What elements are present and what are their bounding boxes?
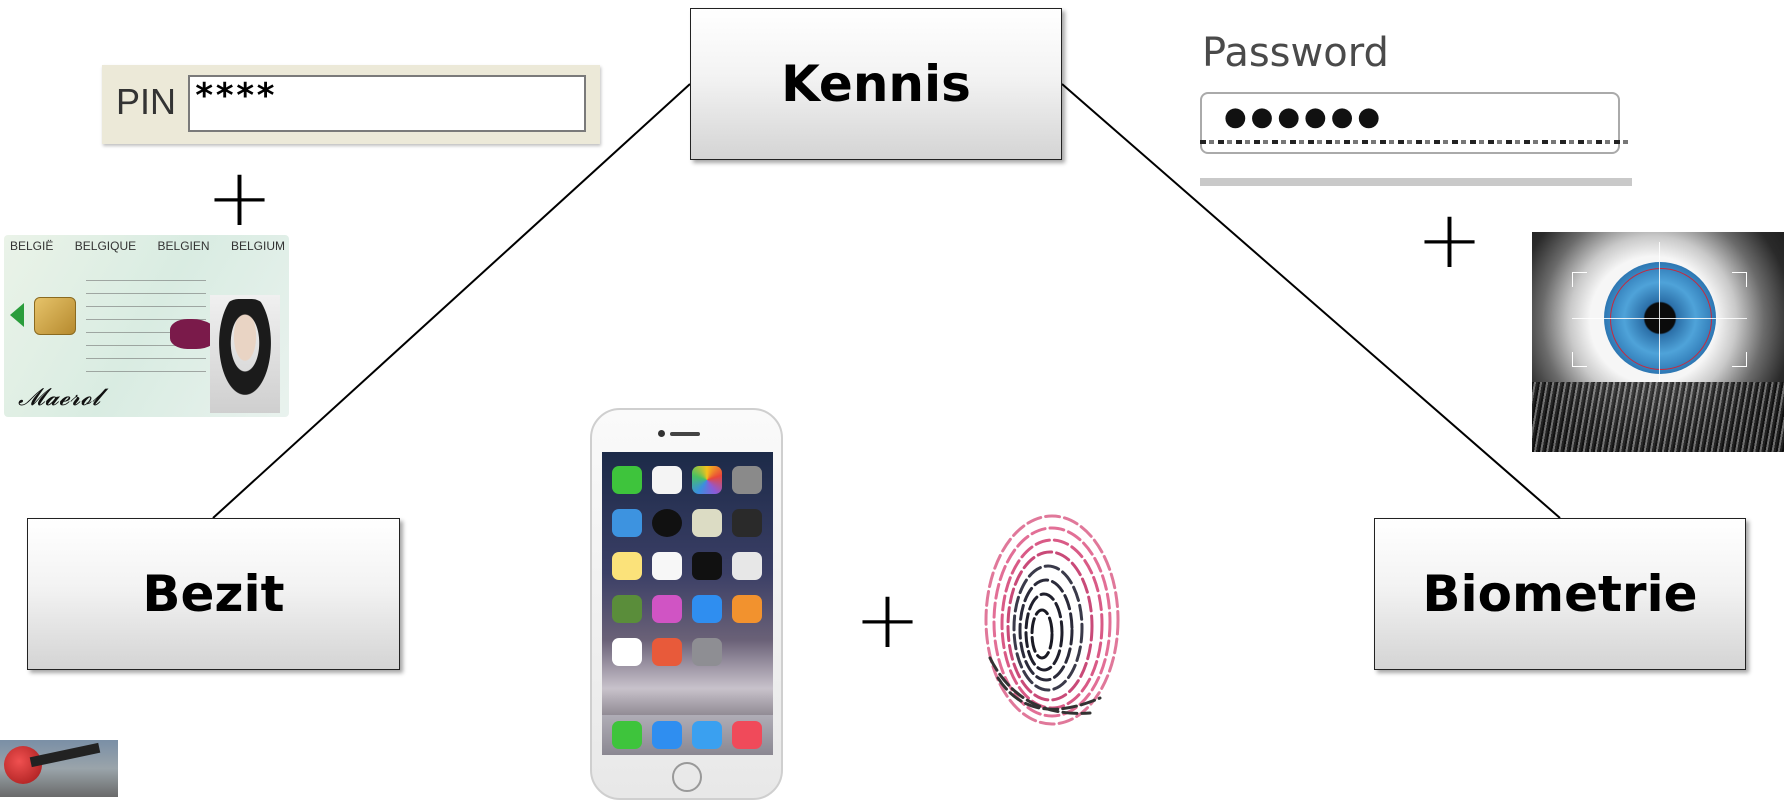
mail-app-icon: [652, 721, 682, 749]
node-kennis-label: Kennis: [781, 55, 971, 113]
password-artifact: [1200, 140, 1632, 144]
smartphone-image: [590, 408, 783, 800]
videos-app-icon: [732, 509, 762, 537]
stocks-app-icon: [692, 552, 722, 580]
node-biometrie: Biometrie: [1374, 518, 1746, 670]
notes-app-icon: [612, 552, 642, 580]
id-card-country-de: BELGIEN: [157, 239, 210, 253]
id-card-country-en: BELGIUM: [230, 239, 285, 253]
camera-app-icon: [732, 466, 762, 494]
messages-app-icon: [612, 466, 642, 494]
phone-screen: [602, 452, 773, 755]
password-input[interactable]: ●●●●●●: [1200, 92, 1620, 154]
pin-label: PIN: [116, 81, 177, 122]
node-kennis: Kennis: [690, 8, 1062, 160]
id-card-image: BELGIË BELGIQUE BELGIEN BELGIUM 𝓜𝓪𝓮𝓻𝓸𝓵: [4, 235, 289, 417]
reminders-app-icon: [652, 552, 682, 580]
id-card-chip-icon: [34, 297, 76, 335]
safari-app-icon: [692, 721, 722, 749]
dock-grid: [612, 721, 762, 749]
id-card-country-nl: BELGIË: [10, 239, 54, 253]
pin-widget: PIN ****: [102, 65, 600, 144]
photos-app-icon: [692, 466, 722, 494]
id-card-header: BELGIË BELGIQUE BELGIEN BELGIUM: [10, 239, 285, 253]
superhero-thumbnail: [0, 740, 118, 797]
scan-corner-bl: [1572, 352, 1587, 367]
password-label: Password: [1202, 30, 1389, 76]
ibooks-app-icon: [732, 595, 762, 623]
fingerprint-icon: [984, 514, 1120, 726]
node-bezit: Bezit: [27, 518, 400, 670]
id-card-photo-hair: [212, 299, 278, 409]
password-dots: ●●●●●●: [1224, 102, 1385, 132]
id-card-signature: 𝓜𝓪𝓮𝓻𝓸𝓵: [18, 383, 101, 411]
thumbnail-arm: [29, 742, 101, 768]
weather-app-icon: [612, 509, 642, 537]
id-card-country-fr: BELGIQUE: [74, 239, 137, 253]
scan-corner-br: [1732, 352, 1747, 367]
maps-app-icon: [692, 509, 722, 537]
pin-input[interactable]: ****: [188, 75, 586, 132]
phone-home-button: [672, 762, 702, 792]
scan-circle: [1610, 268, 1712, 370]
id-card-arrow-icon: [10, 303, 24, 327]
itunes-app-icon: [652, 595, 682, 623]
newsstand-app-icon: [612, 595, 642, 623]
game-center-app-icon: [732, 552, 762, 580]
passbook-app-icon: [652, 638, 682, 666]
health-app-icon: [612, 638, 642, 666]
node-biometrie-label: Biometrie: [1422, 565, 1698, 623]
plus-phone-fingerprint: +: [854, 573, 922, 666]
eye-scan-image: [1532, 232, 1784, 452]
scan-corner-tr: [1732, 272, 1747, 287]
node-bezit-label: Bezit: [142, 565, 285, 623]
app-grid: [612, 466, 764, 666]
scan-crosshair-v: [1659, 242, 1660, 442]
phone-speaker: [670, 432, 700, 436]
phone-camera-icon: [658, 430, 665, 437]
eyelashes: [1532, 382, 1784, 452]
phone-dock: [602, 715, 773, 755]
settings-app-icon: [692, 638, 722, 666]
edge-kennis-bezit: [212, 83, 691, 519]
password-artifact-bar: [1200, 178, 1632, 186]
phone-app-icon: [612, 721, 642, 749]
clock-app-icon: [652, 509, 682, 537]
plus-password-eye: +: [1416, 193, 1484, 286]
edge-kennis-biometrie: [1061, 83, 1561, 519]
app-store-icon: [692, 595, 722, 623]
plus-pin-card: +: [206, 151, 274, 244]
music-app-icon: [732, 721, 762, 749]
scan-corner-tl: [1572, 272, 1587, 287]
calendar-app-icon: [652, 466, 682, 494]
